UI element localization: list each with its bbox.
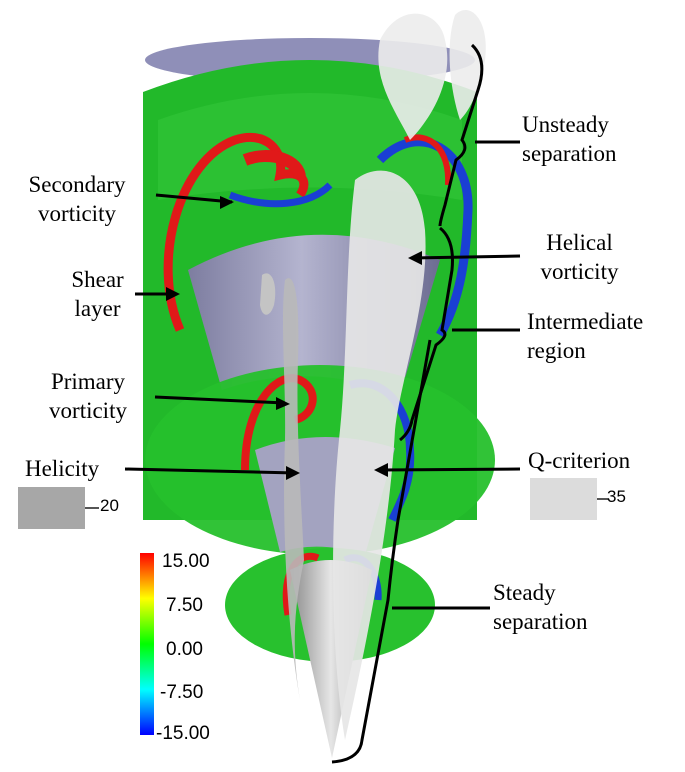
- secondary-vortex-blue: [228, 182, 333, 208]
- arrowhead-q: [374, 463, 388, 477]
- helicity-legend-value: 20: [100, 496, 119, 515]
- label-shear-layer: Shear layer: [71, 267, 124, 321]
- arrow-primary: [154, 395, 286, 405]
- helicity-legend-swatch: [18, 487, 85, 529]
- helicity-isosurface-small: [260, 273, 276, 315]
- bracket-unsteady: [438, 43, 484, 227]
- label-q-criterion: Q-criterion: [528, 448, 631, 473]
- q-legend-tick: [597, 498, 609, 500]
- label-helicity: Helicity: [25, 456, 100, 481]
- arrowhead-shear: [166, 287, 180, 301]
- colorbar-tick-2: 0.00: [166, 639, 203, 660]
- label-secondary-vorticity: Secondary vorticity: [28, 172, 126, 226]
- label-intermediate-region: Intermediate region: [527, 309, 644, 363]
- bracket-steady: [331, 339, 432, 764]
- q-legend-value: 35: [607, 487, 626, 506]
- label-unsteady-separation: Unsteady separation: [522, 112, 617, 166]
- arrowhead-primary: [276, 397, 290, 410]
- helical-vortex-blue: [376, 137, 473, 338]
- arrow-helical: [411, 254, 521, 260]
- colorbar-tick-0: 15.00: [162, 551, 210, 572]
- colorbar-tick-3: -7.50: [160, 682, 204, 703]
- secondary-vortex-core: [242, 150, 306, 180]
- helicity-isosurface: [282, 278, 304, 700]
- arrowhead-helicity: [286, 466, 300, 480]
- arrowhead-secondary: [220, 196, 234, 209]
- arrow-q: [377, 467, 521, 472]
- label-steady-separation: Steady separation: [493, 580, 588, 634]
- q-isosurface-main: [333, 170, 426, 740]
- label-helical-vorticity: Helical vorticity: [540, 230, 619, 284]
- arrowhead-helical: [408, 251, 422, 265]
- q-legend-swatch: [530, 478, 597, 520]
- bracket-intermediate: [399, 226, 454, 442]
- q-isosurface-top2: [449, 10, 486, 121]
- arrow-secondary: [155, 193, 233, 204]
- helicity-legend-tick: [85, 507, 99, 509]
- colorbar-tick-4: -15.00: [156, 723, 210, 744]
- helical-vortex-red: [403, 134, 452, 186]
- colorbar-tick-1: 7.50: [166, 595, 203, 616]
- colorbar: [140, 553, 154, 735]
- arrow-helicity: [124, 467, 297, 475]
- q-isosurface-top: [378, 13, 448, 140]
- label-primary-vorticity: Primary vorticity: [49, 369, 127, 423]
